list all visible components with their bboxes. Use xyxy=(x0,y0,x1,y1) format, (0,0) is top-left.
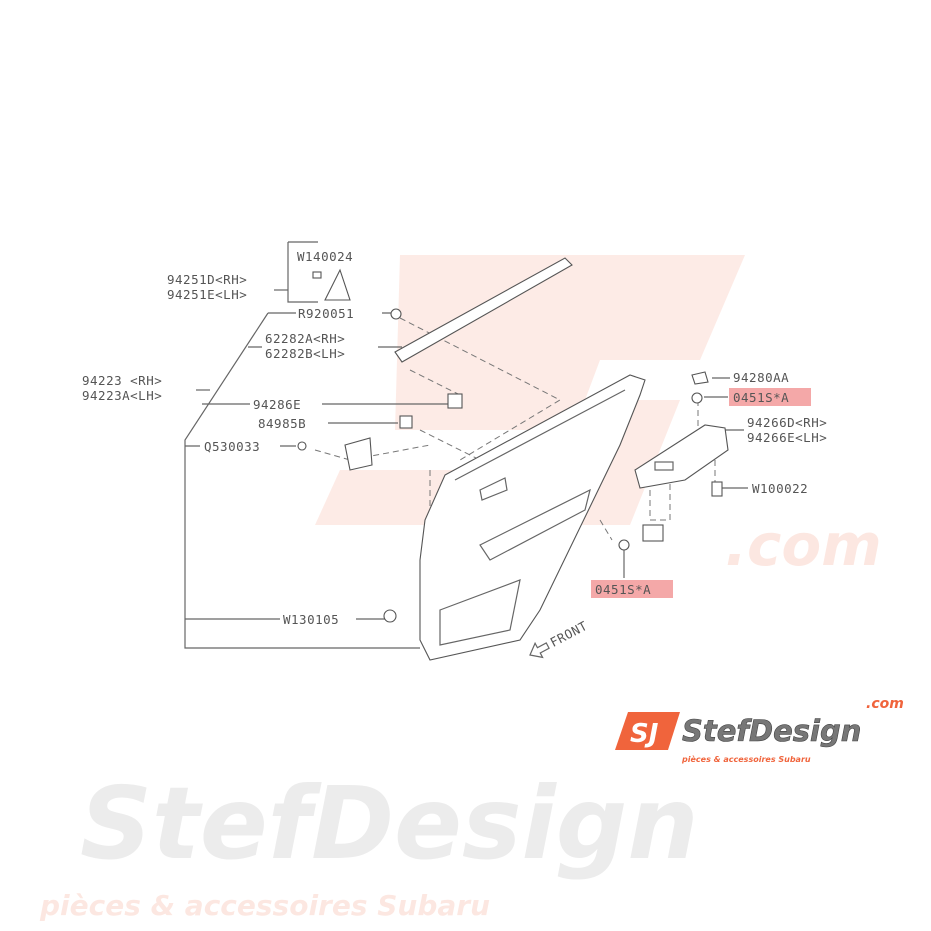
part-label-w140024[interactable]: W140024 xyxy=(297,249,353,264)
front-direction-arrow: FRONT xyxy=(529,618,590,659)
part-label-94251d[interactable]: 94251D<RH> xyxy=(167,272,247,287)
part-label-94251e[interactable]: 94251E<LH> xyxy=(167,287,247,302)
part-label-94286e[interactable]: 94286E xyxy=(253,397,301,412)
part-label-r920051[interactable]: R920051 xyxy=(298,306,354,321)
highlight-0451sa-bottom xyxy=(591,580,673,598)
part-label-62282a[interactable]: 62282A<RH> xyxy=(265,331,345,346)
clip-parts xyxy=(297,308,723,623)
stefdesign-logo: SJ StefDesign .com pièces & accessoires … xyxy=(615,696,904,764)
part-label-0451sa-top[interactable]: 0451S*A xyxy=(733,390,789,405)
watermark-brand: StefDesign xyxy=(80,765,699,882)
armrest-switch-panel xyxy=(634,424,729,489)
part-label-62282b[interactable]: 62282B<LH> xyxy=(265,346,345,361)
highlight-0451sa-top xyxy=(729,388,811,406)
logo-tagline: pièces & accessoires Subaru xyxy=(681,754,811,764)
part-label-w100022[interactable]: W100022 xyxy=(752,481,808,496)
part-label-94266e[interactable]: 94266E<LH> xyxy=(747,430,827,445)
logo-domain: .com xyxy=(866,696,904,712)
part-label-94266d[interactable]: 94266D<RH> xyxy=(747,415,827,430)
logo-brand: StefDesign xyxy=(682,714,861,748)
triangle-trim xyxy=(312,268,351,301)
watermark-sj-logo xyxy=(315,255,745,525)
part-label-q530033[interactable]: Q530033 xyxy=(204,439,260,454)
part-label-94223[interactable]: 94223 <RH> xyxy=(82,373,162,388)
watermark-tagline: pièces & accessoires Subaru xyxy=(39,889,490,922)
part-label-0451sa-bottom[interactable]: 0451S*A xyxy=(595,582,651,597)
part-label-84985b[interactable]: 84985B xyxy=(258,416,306,431)
moulding-strip xyxy=(394,257,573,363)
watermark-domain: .com xyxy=(725,511,882,579)
part-label-94280aa[interactable]: 94280AA xyxy=(733,370,789,385)
sj-logo-letters: SJ xyxy=(630,719,659,749)
part-label-w130105[interactable]: W130105 xyxy=(283,612,339,627)
front-label: FRONT xyxy=(547,618,589,650)
door-trim-panel xyxy=(419,374,646,661)
leader-lines xyxy=(184,241,748,649)
part-label-94223a[interactable]: 94223A<LH> xyxy=(82,388,162,403)
sj-logo-badge xyxy=(615,712,680,750)
